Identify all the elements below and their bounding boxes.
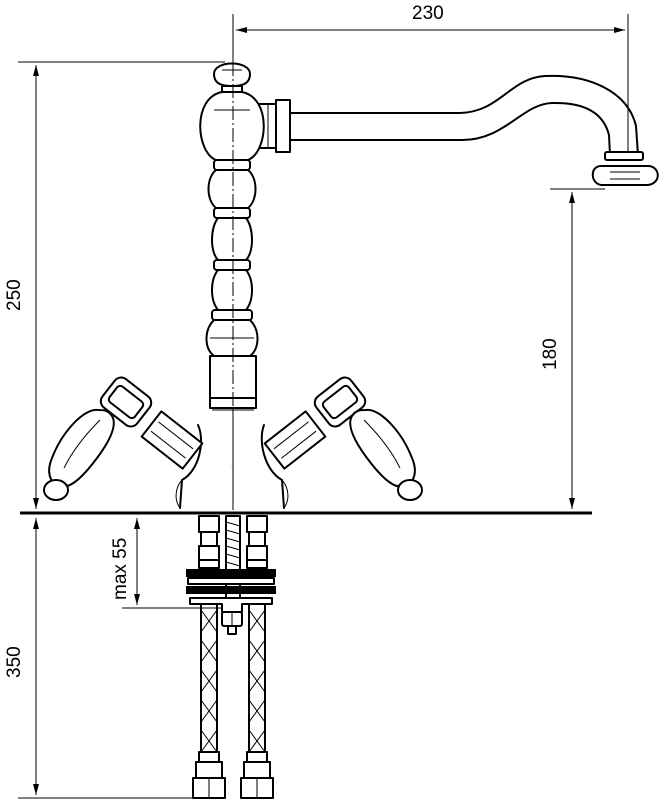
dimension-max-deck: max 55 [110,518,232,609]
flex-hoses [192,559,274,799]
dimension-label-spout-reach: 230 [412,3,444,24]
faucet-body [175,62,289,509]
dimension-label-spout-height: 180 [540,338,561,370]
spout [258,74,659,186]
dimension-label-max-deck: max 55 [110,538,131,600]
dimension-label-hose-length: 350 [4,646,25,678]
dimension-label-total-height: 250 [4,279,25,311]
right-handle [263,376,423,501]
left-handle [43,376,204,501]
dimension-spout-height: 180 [540,188,605,509]
dimension-hose-length: 350 [4,518,200,799]
dimension-total-height: 250 [4,61,225,509]
mounting-hardware [186,515,276,635]
watermark: . [209,437,243,479]
svg-text:.: . [209,437,243,479]
